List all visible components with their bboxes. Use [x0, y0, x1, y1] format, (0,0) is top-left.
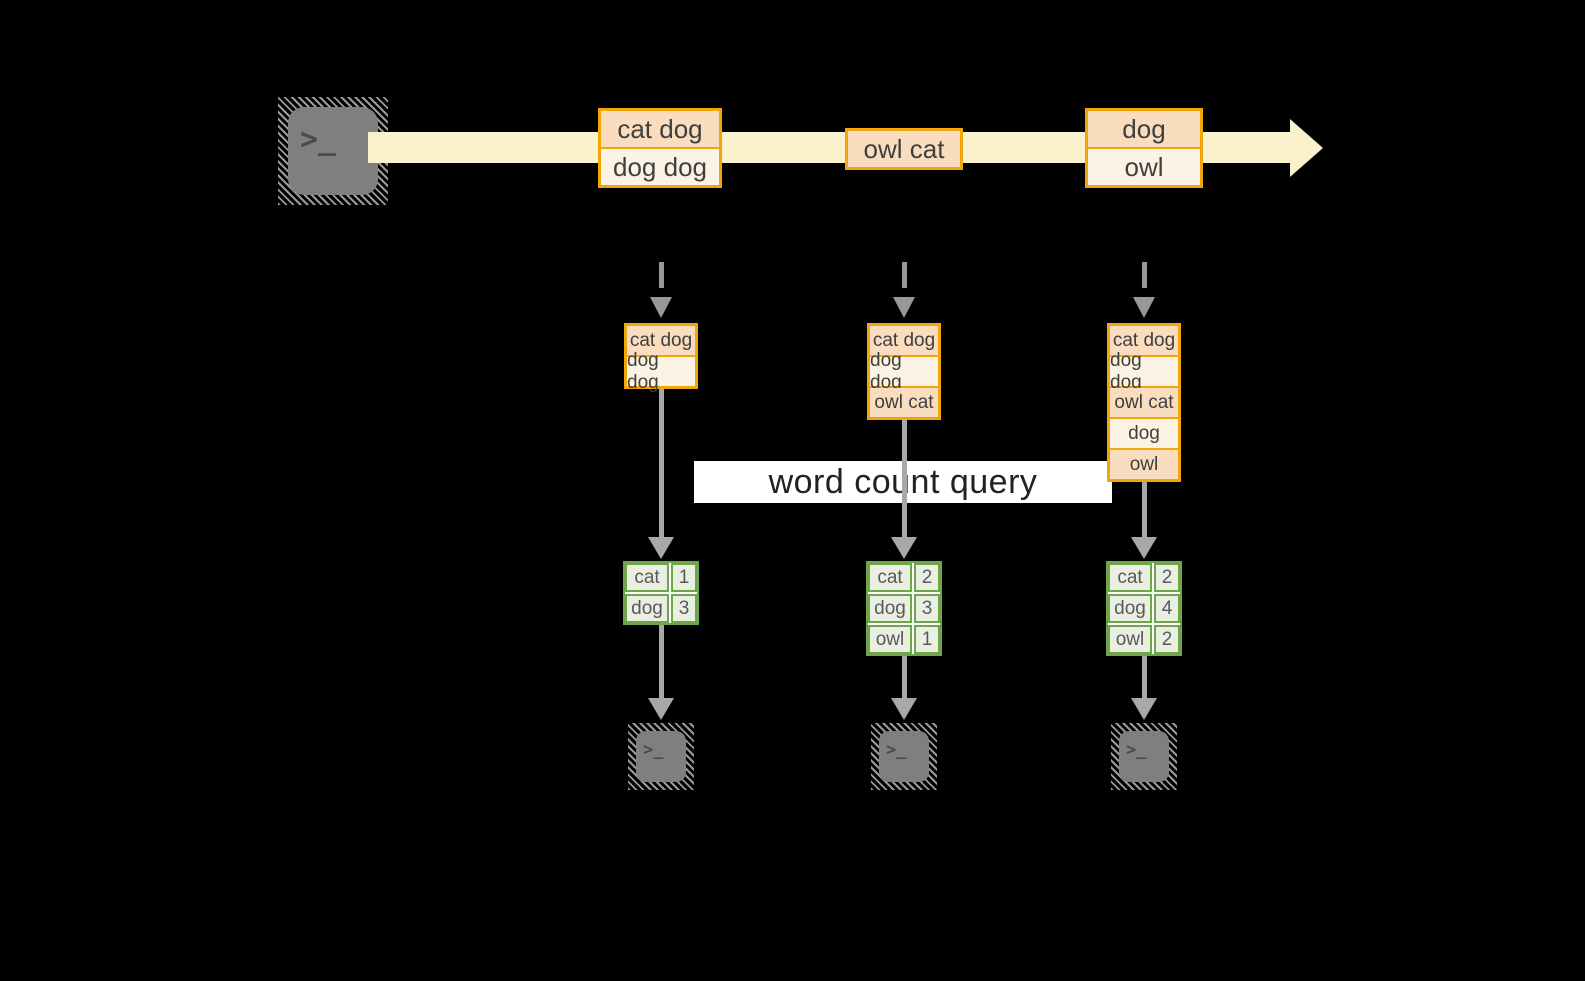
dashed-arrow-line — [902, 262, 907, 288]
terminal-prompt-glyph: >_ — [1126, 740, 1147, 760]
batch-record: owl — [1088, 149, 1200, 185]
count-word: cat — [625, 563, 669, 592]
buffer-record: dog dog — [870, 350, 938, 393]
buffer-record: owl cat — [870, 388, 938, 417]
count-value: 2 — [914, 563, 940, 592]
terminal-icon: >_ — [871, 723, 937, 790]
count-table-1: cat 1 dog 3 — [623, 561, 699, 625]
count-table-2: cat 2 dog 3 owl 1 — [866, 561, 942, 656]
terminal-icon: >_ — [628, 723, 694, 790]
output-arrow-line — [902, 656, 907, 700]
dashed-arrow-head — [1133, 297, 1155, 318]
batch-box-3: dog owl — [1085, 108, 1203, 188]
count-value: 4 — [1154, 594, 1180, 623]
stream-buffer-1: cat dog dog dog — [624, 323, 698, 393]
batch-record: owl cat — [848, 131, 960, 167]
count-word: owl — [1108, 625, 1152, 654]
buffer-record: cat dog — [1110, 326, 1178, 355]
count-value: 3 — [914, 594, 940, 623]
terminal-prompt-glyph: >_ — [886, 740, 907, 760]
query-arrow-head — [1131, 537, 1157, 559]
batch-box-2: owl cat — [845, 128, 963, 170]
query-arrow-head — [891, 537, 917, 559]
terminal-icon: >_ — [1111, 723, 1177, 790]
stream-arrow-head — [1290, 119, 1323, 177]
count-word: dog — [868, 594, 912, 623]
count-word: cat — [1108, 563, 1152, 592]
terminal-prompt-glyph: >_ — [643, 740, 664, 760]
dashed-arrow-head — [893, 297, 915, 318]
dashed-arrow-line — [1142, 262, 1147, 288]
count-word: owl — [868, 625, 912, 654]
count-word: dog — [1108, 594, 1152, 623]
buffer-record: cat dog — [627, 326, 695, 355]
count-value: 2 — [1154, 563, 1180, 592]
batch-record: dog — [1088, 111, 1200, 147]
buffer-record: owl — [1110, 450, 1178, 479]
count-value: 1 — [671, 563, 697, 592]
count-word: cat — [868, 563, 912, 592]
output-arrow-line — [1142, 656, 1147, 700]
count-word: dog — [625, 594, 669, 623]
buffer-record: dog dog — [1110, 350, 1178, 393]
query-arrow-line — [902, 420, 907, 539]
batch-record: dog dog — [601, 149, 719, 185]
buffer-record: dog — [1110, 419, 1178, 448]
count-value: 1 — [914, 625, 940, 654]
buffer-record: dog dog — [627, 350, 695, 393]
dashed-arrow-line — [659, 262, 664, 288]
output-arrow-head — [1131, 698, 1157, 720]
buffer-record: cat dog — [870, 326, 938, 355]
stream-buffer-3: cat dog dog dog owl cat dog owl — [1107, 323, 1181, 482]
terminal-prompt-glyph: >_ — [300, 122, 337, 157]
batch-record: cat dog — [601, 111, 719, 147]
query-arrow-line — [1142, 482, 1147, 539]
dashed-arrow-head — [650, 297, 672, 318]
batch-box-1: cat dog dog dog — [598, 108, 722, 188]
buffer-record: owl cat — [1110, 388, 1178, 417]
query-arrow-head — [648, 537, 674, 559]
output-arrow-head — [648, 698, 674, 720]
count-value: 3 — [671, 594, 697, 623]
count-value: 2 — [1154, 625, 1180, 654]
query-arrow-line — [659, 389, 664, 539]
stream-buffer-2: cat dog dog dog owl cat — [867, 323, 941, 420]
output-arrow-line — [659, 625, 664, 700]
count-table-3: cat 2 dog 4 owl 2 — [1106, 561, 1182, 656]
output-arrow-head — [891, 698, 917, 720]
